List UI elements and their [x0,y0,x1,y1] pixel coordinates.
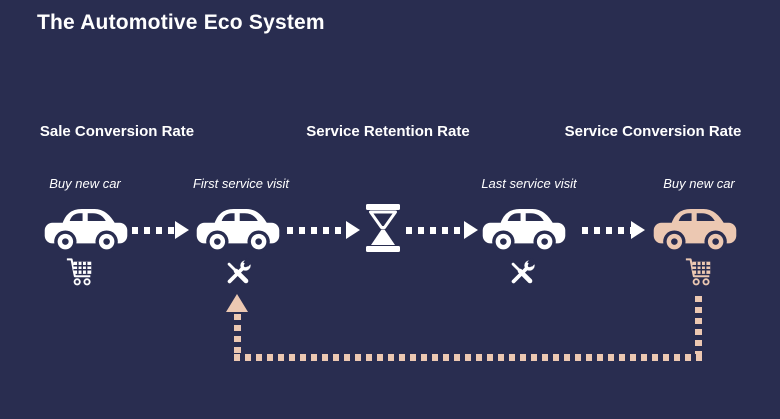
label-last-service-visit: Last service visit [481,176,577,191]
label-buy-new-car-2: Buy new car [663,176,735,191]
feedback-dotted-line-left [234,314,241,355]
shopping-cart-icon [65,256,95,288]
feedback-arrowhead-up-icon [226,294,248,312]
car-icon [43,202,129,253]
dotted-arrow-right-icon [287,221,360,239]
dotted-arrow-right-icon [132,221,189,239]
car-icon [481,202,567,253]
shopping-cart-icon-accent [684,256,714,288]
feedback-dotted-line-right [695,296,702,354]
feedback-dotted-line-bottom [234,354,702,361]
header-service-retention-rate: Service Retention Rate [306,123,470,140]
label-buy-new-car-1: Buy new car [49,176,121,191]
label-first-service-visit: First service visit [192,176,290,191]
car-icon [195,202,281,253]
repair-tools-icon [223,257,253,288]
dotted-arrow-right-icon [406,221,478,239]
car-icon-accent [652,202,738,253]
hourglass-icon [366,204,400,252]
header-service-conversion-rate: Service Conversion Rate [564,123,742,140]
header-sale-conversion-rate: Sale Conversion Rate [39,123,195,140]
dotted-arrow-right-icon [582,221,645,239]
page-title: The Automotive Eco System [37,11,325,34]
repair-tools-icon [507,257,537,288]
